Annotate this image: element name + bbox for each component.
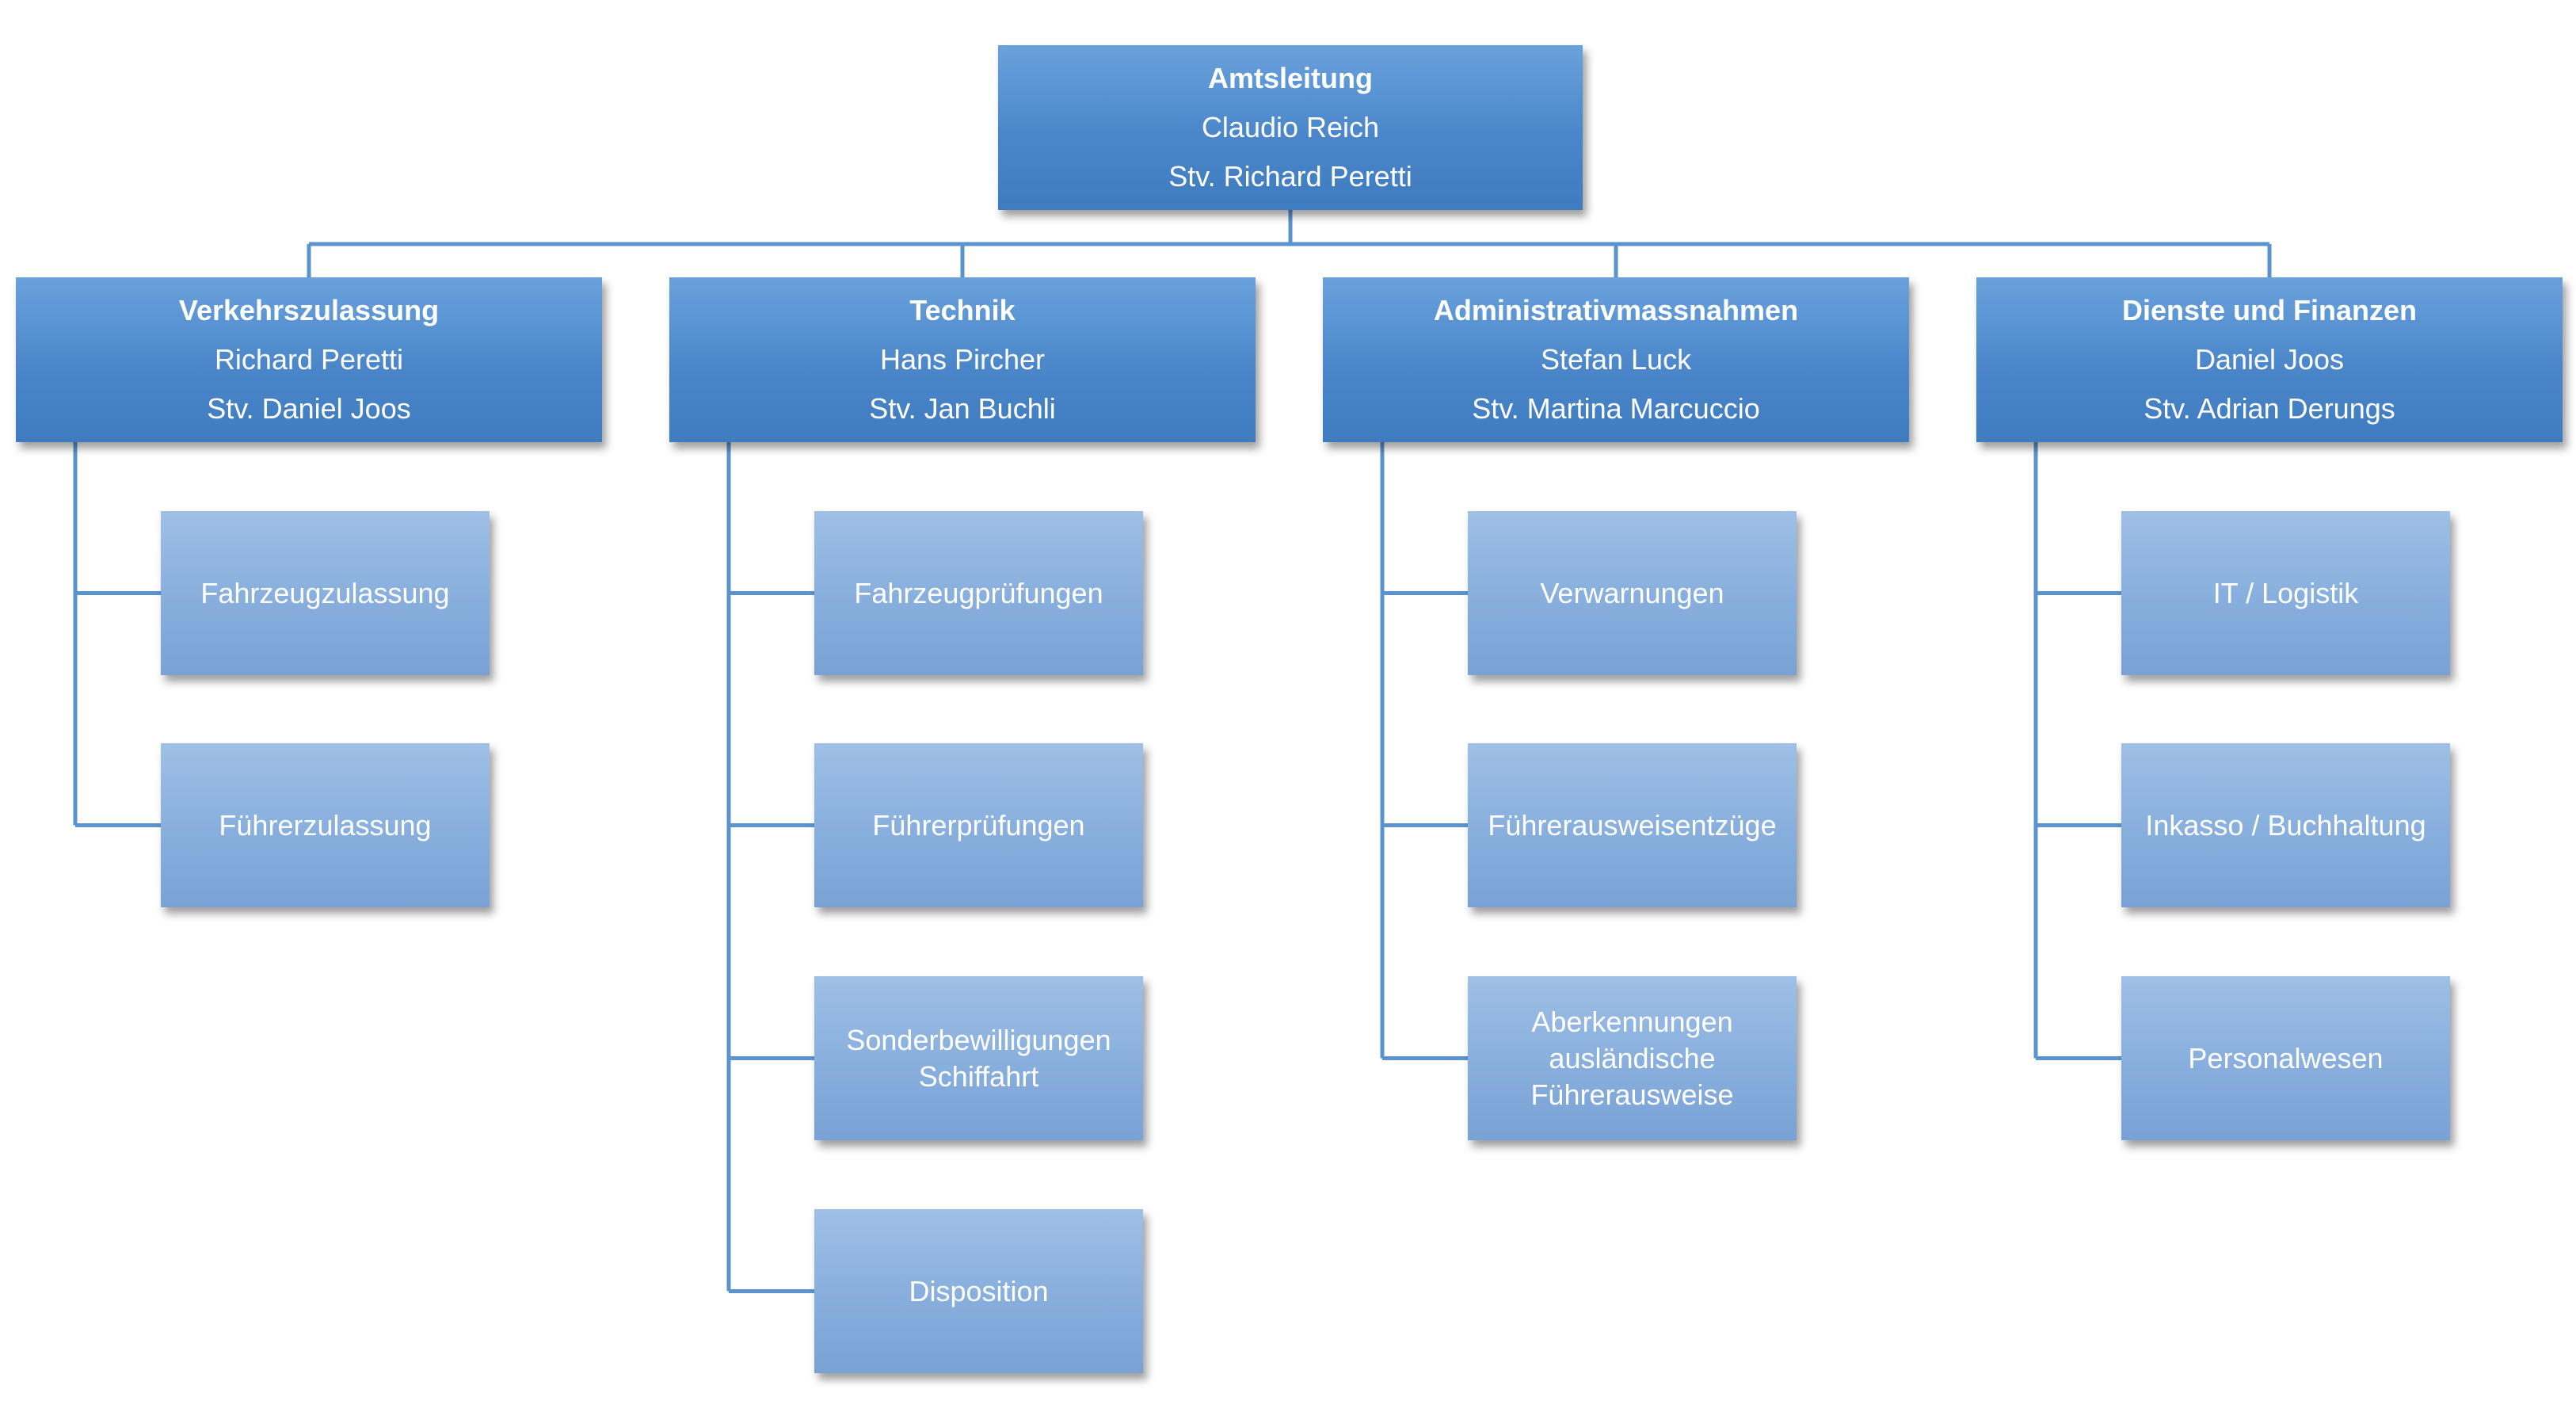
unit-box-fuehrerpruefungen: Führerprüfungen <box>814 743 1143 907</box>
dept-head: Hans Pircher <box>879 343 1046 376</box>
unit-label-line: Verwarnungen <box>1540 576 1724 609</box>
unit-label-line: Schiffahrt <box>918 1059 1039 1093</box>
unit-box-disposition: Disposition <box>814 1209 1143 1373</box>
unit-box-it-logistik: IT / Logistik <box>2121 511 2450 675</box>
unit-label-line: Führerprüfungen <box>872 808 1085 842</box>
unit-label-line: ausländische <box>1549 1041 1716 1074</box>
unit-box-verwarnungen: Verwarnungen <box>1468 511 1797 675</box>
dept-title: Technik <box>909 294 1016 326</box>
unit-label-line: Aberkennungen <box>1531 1005 1733 1038</box>
unit-label-line: Disposition <box>909 1274 1049 1307</box>
dept-deputy: Stv. Daniel Joos <box>207 392 411 425</box>
unit-label-line: Personalwesen <box>2188 1041 2384 1074</box>
unit-box-fahrzeugpruefungen: Fahrzeugprüfungen <box>814 511 1143 675</box>
unit-label-line: Sonderbewilligungen <box>846 1023 1111 1056</box>
dept-title: Dienste und Finanzen <box>2121 294 2418 326</box>
dept-head: Stefan Luck <box>1540 343 1692 376</box>
top-name: Claudio Reich <box>1201 111 1380 143</box>
dept-title: Verkehrszulassung <box>178 294 440 326</box>
unit-label-line: Führerausweise <box>1530 1078 1734 1111</box>
unit-label-line: IT / Logistik <box>2212 576 2359 609</box>
dept-title: Administrativmassnahmen <box>1433 294 1799 326</box>
top-title: Amtsleitung <box>1207 62 1373 94</box>
dept-head: Richard Peretti <box>214 343 404 376</box>
unit-label-line: Fahrzeugprüfungen <box>854 576 1103 609</box>
unit-box-fuehrerausweisentzuege: Führerausweisentzüge <box>1468 743 1797 907</box>
unit-box-personalwesen: Personalwesen <box>2121 976 2450 1140</box>
top-box-amtsleitung: Amtsleitung Claudio Reich Stv. Richard P… <box>998 45 1583 210</box>
unit-box-inkasso-buchhaltung: Inkasso / Buchhaltung <box>2121 743 2450 907</box>
unit-label-line: Fahrzeugzulassung <box>200 576 450 609</box>
unit-box-fuehrerzulassung: Führerzulassung <box>161 743 490 907</box>
dept-deputy: Stv. Martina Marcuccio <box>1472 392 1760 425</box>
top-deputy: Stv. Richard Peretti <box>1168 160 1412 193</box>
unit-label-line: Führerzulassung <box>219 808 432 842</box>
unit-box-fahrzeugzulassung: Fahrzeugzulassung <box>161 511 490 675</box>
dept-head: Daniel Joos <box>2194 343 2345 376</box>
dept-deputy: Stv. Adrian Derungs <box>2143 392 2395 425</box>
unit-label-line: Inkasso / Buchhaltung <box>2145 808 2426 842</box>
dept-deputy: Stv. Jan Buchli <box>869 392 1056 425</box>
unit-label-line: Führerausweisentzüge <box>1488 808 1777 842</box>
